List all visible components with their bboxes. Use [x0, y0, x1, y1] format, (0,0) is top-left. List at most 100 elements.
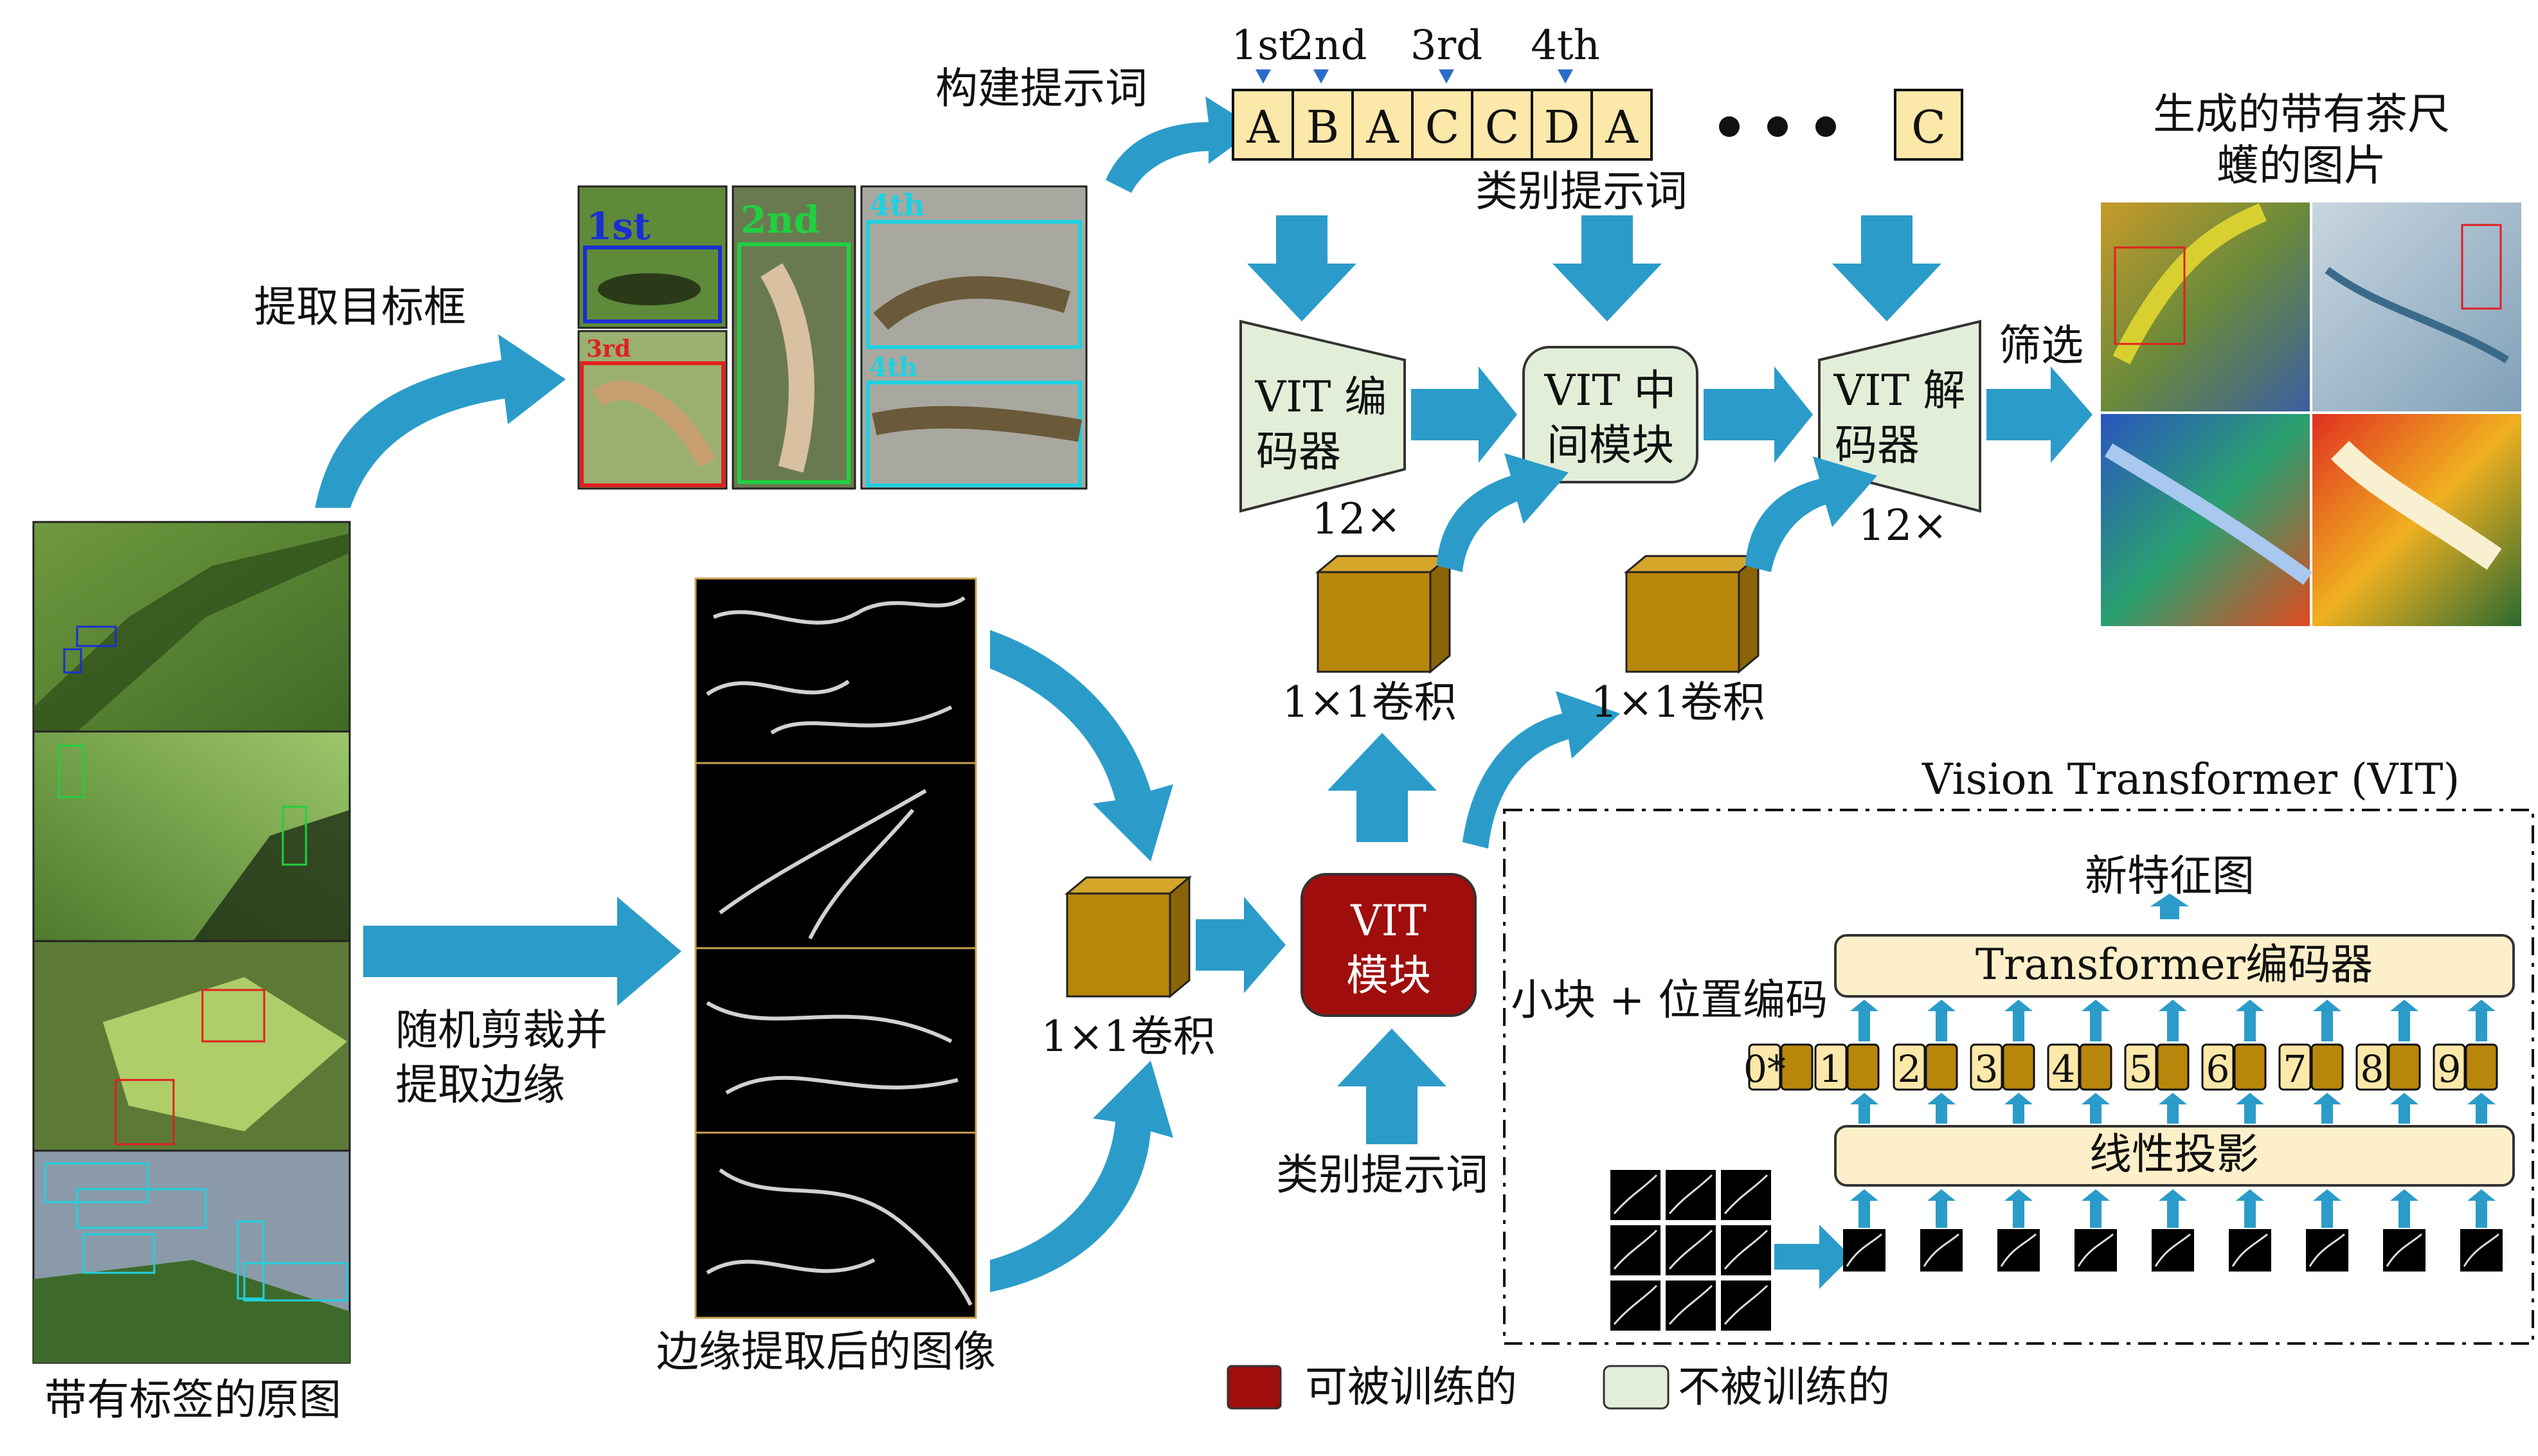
patch-embedding-box	[2156, 1043, 2190, 1091]
grid-patch-edge	[1613, 1174, 1658, 1214]
prompt-token: B	[1306, 101, 1339, 154]
patch-token-label: 0*	[1743, 1047, 1786, 1091]
conv-main-label: 1×1卷积	[1041, 1012, 1215, 1061]
flat-patch-edge	[1846, 1233, 1882, 1267]
flat-patch-edge	[1923, 1233, 1959, 1267]
middle-to-decoder-arrow	[1704, 366, 1813, 463]
small-up-arrow	[1927, 1093, 1956, 1124]
crop-tag-4th-a: 4th	[869, 188, 925, 222]
ellipsis-dot	[1767, 116, 1788, 137]
vit-decoder-block	[1818, 319, 1981, 513]
patch-embedding-box	[2002, 1043, 2035, 1091]
small-up-arrow	[2159, 1189, 2187, 1228]
prompt-token: C	[1425, 101, 1460, 154]
vit-detail-frame	[1503, 809, 2534, 1345]
crop-tag-2nd: 2nd	[741, 198, 820, 242]
legend-frozen-swatch	[1603, 1365, 1670, 1410]
order-tag: 2nd	[1288, 22, 1367, 69]
class-prompt-up-arrow	[1337, 1029, 1446, 1144]
patch-token-label: 9	[2438, 1047, 2462, 1091]
patch-position-box	[2278, 1043, 2312, 1091]
patch-token-label: 8	[2361, 1047, 2384, 1091]
conv-left-label: 1×1卷积	[1282, 678, 1456, 727]
patch-position-box	[1893, 1043, 1926, 1091]
patch-position-box	[2201, 1043, 2235, 1091]
small-up-arrow	[1927, 1000, 1956, 1041]
grid-patch-edge	[1724, 1229, 1769, 1270]
grid-patch-edge	[1613, 1284, 1658, 1325]
vit-middle-block	[1522, 346, 1698, 483]
flat-patch-edge	[2077, 1233, 2114, 1267]
ellipsis-dot	[1815, 116, 1836, 137]
patch-position-box	[2047, 1043, 2080, 1091]
small-up-arrow	[2082, 1189, 2110, 1228]
small-up-arrow	[2159, 1000, 2187, 1041]
small-up-arrow	[2467, 1093, 2496, 1124]
small-up-arrow	[2467, 1189, 2496, 1228]
grid-to-patches-arrow	[1774, 1225, 1851, 1289]
small-up-arrow	[2390, 1189, 2418, 1228]
cropped-targets	[577, 185, 1088, 490]
patch-position-box	[2355, 1043, 2389, 1091]
edge-images	[694, 577, 977, 1319]
prompt-token-box	[1471, 89, 1533, 161]
repeat-right-label: 12×	[1858, 501, 1947, 550]
patch-position-box	[2433, 1043, 2466, 1091]
patch-pos-label: 小块 + 位置编码	[1511, 975, 1828, 1025]
vit-module-label-1: VIT	[1350, 896, 1426, 946]
new-feature-map-label: 新特征图	[2085, 851, 2254, 901]
patch-token-label: 1	[1819, 1047, 1843, 1091]
order-tag-marker	[1439, 69, 1454, 84]
patch-token-label: 7	[2283, 1047, 2307, 1091]
flat-patch-edge	[2000, 1233, 2037, 1267]
small-up-arrow	[2236, 1093, 2264, 1124]
patch-embedding-box	[2310, 1043, 2344, 1091]
patch-embedding-box	[2233, 1043, 2267, 1091]
projection-to-token-arrows	[1850, 1093, 2496, 1124]
patch-token-label: 5	[2129, 1047, 2153, 1091]
conv-left-cube	[1315, 553, 1453, 674]
crop-tag-3rd: 3rd	[586, 336, 631, 363]
patch-embedding-box	[1925, 1043, 1958, 1091]
order-tag-marker	[1313, 69, 1329, 84]
transformer-encoder-bar	[1834, 934, 2515, 998]
small-up-arrow	[2004, 1000, 2033, 1041]
crop-tag-4th-b: 4th	[869, 352, 917, 382]
patch-grid	[1610, 1170, 1771, 1331]
vit-module-block	[1300, 873, 1477, 1017]
linear-projection-label: 线性投影	[2089, 1129, 2259, 1179]
encoder-to-middle-arrow	[1411, 366, 1517, 463]
prompt-token-box	[1590, 89, 1653, 161]
order-tag: 4th	[1531, 22, 1600, 69]
conv-right-cube	[1623, 553, 1761, 674]
original-images	[32, 521, 351, 1364]
patch-token-label: 4	[2052, 1047, 2076, 1091]
token-to-encoder-arrows	[1850, 1000, 2496, 1041]
prompt-down-arrows	[1247, 215, 1941, 321]
patch-position-box	[2124, 1043, 2157, 1091]
edge-images-label: 边缘提取后的图像	[656, 1327, 996, 1376]
patch-token-label: 2	[1898, 1047, 1922, 1091]
patch-embedding-box	[1780, 1043, 1814, 1091]
random-crop-arrow	[363, 897, 681, 1006]
vit-to-conv-right-arrow	[1462, 691, 1620, 849]
order-tag: 3rd	[1410, 22, 1482, 69]
edge-to-conv-arrow-bottom	[990, 1061, 1173, 1292]
grid-patch-edge	[1668, 1174, 1713, 1214]
small-up-arrow	[2159, 1093, 2187, 1124]
prompt-token: C	[1485, 101, 1520, 154]
patch-embedding-box	[2079, 1043, 2112, 1091]
small-up-arrow	[2236, 1189, 2264, 1228]
small-up-arrow	[2082, 1093, 2110, 1124]
grid-patch-edge	[1613, 1229, 1658, 1270]
prompt-token: D	[1544, 101, 1580, 154]
extract-boxes-label: 提取目标框	[254, 282, 466, 332]
prompt-last-token-box	[1894, 89, 1963, 161]
legend-trainable-label: 可被训练的	[1305, 1362, 1517, 1412]
small-up-arrow	[2313, 1189, 2341, 1228]
grid-patch-edge	[1724, 1284, 1769, 1325]
